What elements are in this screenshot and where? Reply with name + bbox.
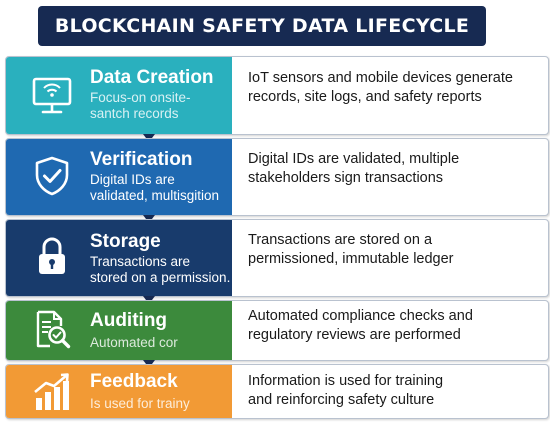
stage-subtext: Is used for trainy [90, 396, 190, 411]
stage-name: Storage [90, 231, 161, 252]
stage-feedback: Feedback Is used for trainy Information … [5, 364, 549, 419]
stage-data-creation: Data Creation Focus-on onsite- santch re… [5, 56, 549, 135]
stage-description: Digital IDs are validated, multiple stak… [248, 151, 460, 186]
stage-auditing: Auditing Automated cor Automated complia… [5, 300, 549, 361]
stage-storage: Storage Transactions are stored on a per… [5, 219, 549, 297]
stage-description: Information is used for training and rei… [248, 373, 444, 408]
stage-subtext: Focus-on onsite- santch records [90, 90, 191, 121]
lock-icon [30, 234, 74, 278]
stage-name: Data Creation [90, 67, 214, 88]
page-title: BLOCKCHAIN SAFETY DATA LIFECYCLE [38, 6, 486, 46]
stage-description: IoT sensors and mobile devices generate … [248, 70, 513, 105]
stage-name: Verification [90, 149, 193, 170]
stage-verification: Verification Digital IDs are validated, … [5, 138, 549, 216]
chart-growth-icon [30, 370, 74, 414]
stage-subtext: Digital IDs are validated, multisgition [90, 172, 220, 203]
monitor-icon [30, 73, 74, 117]
stage-name: Feedback [90, 371, 178, 392]
stage-description: Transactions are stored on a permissione… [248, 232, 454, 267]
stage-band [6, 57, 232, 134]
shield-check-icon [30, 154, 74, 198]
stage-subtext: Transactions are stored on a permission. [90, 254, 231, 285]
stage-description: Automated compliance checks and regulato… [248, 308, 473, 343]
stage-subtext: Automated cor [90, 335, 178, 350]
stage-band [6, 365, 232, 418]
document-search-icon [30, 308, 74, 352]
stage-name: Auditing [90, 310, 168, 331]
